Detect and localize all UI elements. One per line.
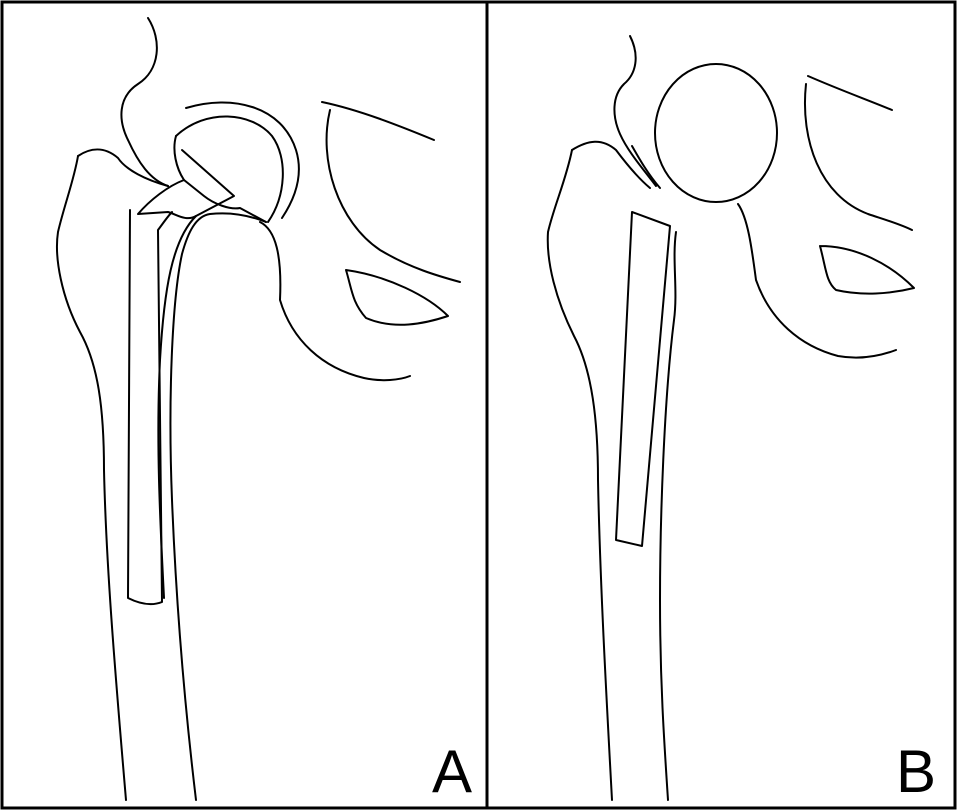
panel-a-pelvis-arc-upper (322, 102, 434, 140)
panel-b-label: B (896, 742, 936, 802)
panel-a-ilium-outline (121, 18, 168, 186)
panel-b-obturator (820, 246, 914, 294)
panel-a-stem-inner-cortex (158, 216, 196, 598)
panel-a-pelvis-arc (327, 110, 460, 282)
panel-a-femur-lateral (57, 156, 126, 800)
panel-b-drawing (548, 36, 914, 800)
panel-a-obturator (346, 270, 448, 325)
panel-a-cup-inner (176, 116, 283, 222)
panel-a-femur-medial (170, 213, 266, 800)
panel-b-pelvis-arc-upper (808, 76, 892, 110)
panel-b-femur-lateral (548, 150, 612, 800)
panel-b-ilium-outline (614, 36, 656, 186)
panel-b-pelvis-arc (805, 84, 912, 230)
panel-b-rim-fragment (632, 146, 660, 188)
panel-b-ischium (738, 204, 896, 358)
panel-a-greater-trochanter (78, 150, 168, 187)
panel-a-label: A (432, 742, 472, 802)
panel-a-prosthetic-head (174, 136, 266, 222)
panel-a-stem (128, 210, 172, 604)
panel-a-femoral-neck (138, 150, 234, 218)
panel-b-greater-trochanter (572, 142, 650, 188)
panel-b-femoral-head (655, 64, 777, 202)
panel-a-ischium (260, 222, 410, 380)
panel-a-drawing (57, 18, 460, 800)
